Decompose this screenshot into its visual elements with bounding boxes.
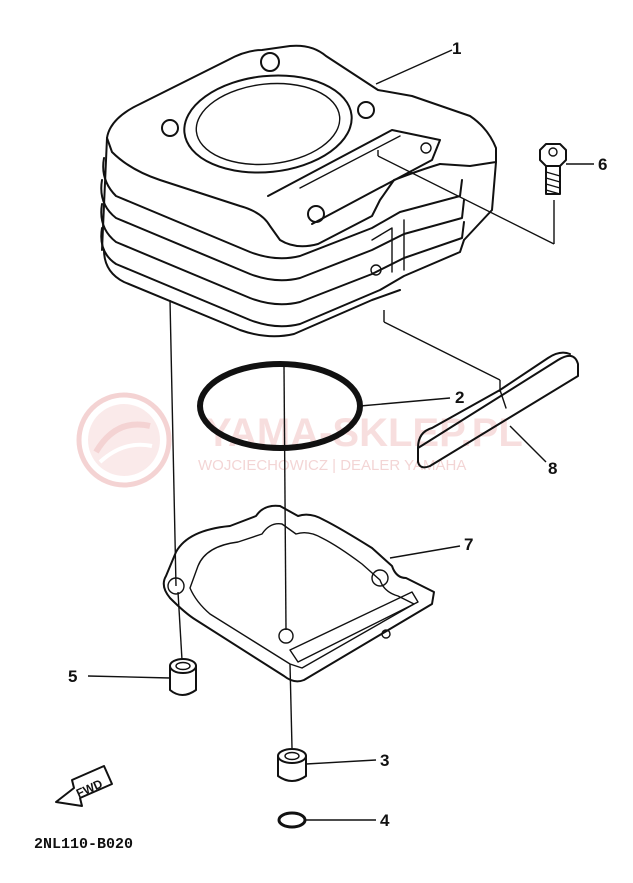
watermark-logo-icon <box>76 392 172 488</box>
callout-1: 1 <box>452 39 461 58</box>
callout-8: 8 <box>548 459 557 478</box>
part-bolt <box>539 143 567 195</box>
assembly-lines <box>87 49 594 821</box>
callout-3: 3 <box>380 751 389 770</box>
callout-4: 4 <box>380 811 390 830</box>
part-small-o-ring <box>277 811 307 829</box>
forward-label: FWD <box>74 776 105 800</box>
forward-arrow-icon: FWD <box>55 765 113 807</box>
callout-2: 2 <box>455 388 464 407</box>
part-cylinder <box>100 44 497 338</box>
part-gasket <box>162 504 435 683</box>
watermark-subtitle: WOJCIECHOWICZ | DEALER YAMAHA <box>198 457 466 474</box>
callout-5: 5 <box>68 667 77 686</box>
watermark: YAMA-SKLEP.PL WOJCIECHOWICZ | DEALER YAM… <box>76 392 523 488</box>
part-dowel-pin-3 <box>277 748 307 782</box>
callouts: 1 2 3 4 5 6 7 8 <box>68 39 607 830</box>
diagram-code: 2NL110-B020 <box>34 836 133 853</box>
part-dowel-pin-5 <box>169 658 197 696</box>
callout-6: 6 <box>598 155 607 174</box>
callout-7: 7 <box>464 535 473 554</box>
